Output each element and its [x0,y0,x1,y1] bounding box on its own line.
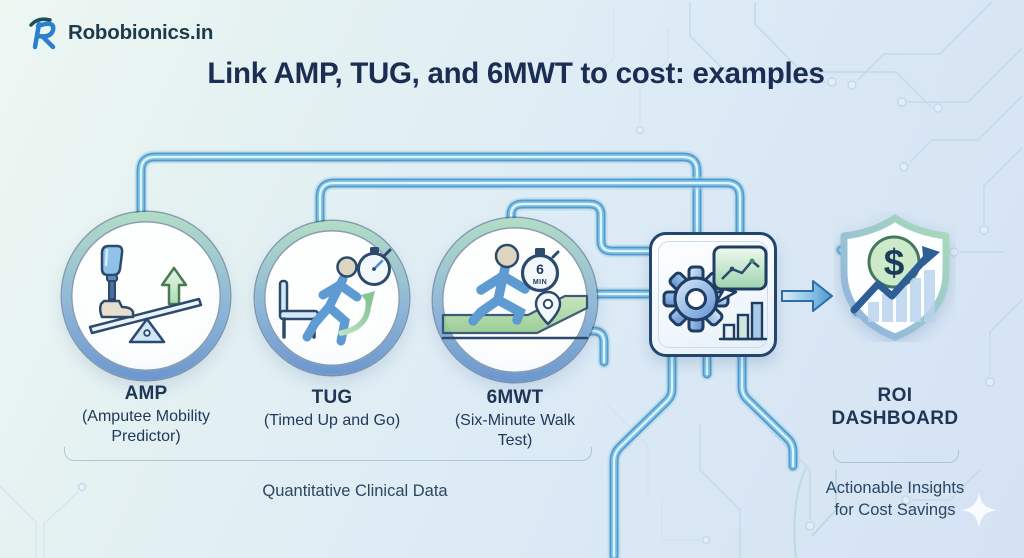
person-head [494,243,520,269]
roi-dashboard-label: ROI DASHBOARD [825,384,965,430]
sit-to-stand-timer-icon [278,247,392,346]
amp-circle [62,212,230,380]
prosthetic-leg-balance-icon [88,244,203,344]
page-title: Link AMP, TUG, and 6MWT to cost: example… [207,57,825,90]
metrics-group-bracket [64,447,592,461]
stopwatch-value: 6 [536,261,544,277]
brand-logo: Robobionics.in [26,16,213,50]
tug-label: TUG (Timed Up and Go) [247,387,417,431]
curved-arrow-icon [338,291,375,336]
bar-chart-icon [718,301,768,341]
tug-full-name: (Timed Up and Go) [263,412,401,429]
walking-person-icon [468,263,530,326]
stopwatch-icon [357,247,392,286]
shield-dollar-growth-icon: $ [840,214,950,341]
chair-icon [278,279,320,339]
processor-box-inner-border [658,241,768,348]
output-caption-line1: Actionable Insights [825,479,965,497]
amp-label: AMP (Amputee Mobility Predictor) [61,383,231,448]
sixmwt-full-name: (Six-Minute Walk Test) [454,412,576,450]
sixmwt-abbr: 6MWT [486,387,544,408]
brand-name: Robobionics.in [68,21,214,44]
walking-test-icon: 6 MIN [441,243,589,340]
pipe-processor-bottom-right [742,352,793,466]
dollar-icon: $ [867,235,921,289]
metrics-caption: Quantitative Clinical Data [262,482,448,500]
roi-bars [868,270,935,322]
sixmwt-label: 6MWT (Six-Minute Walk Test) [450,387,580,452]
amp-circle-face [71,221,221,371]
output-group-bracket [833,450,959,463]
sixmwt-circle: 6 MIN [433,218,597,382]
amp-full-name: (Amputee Mobility Predictor) [81,408,211,446]
growth-arrow-icon [850,246,940,314]
tug-abbr: TUG [311,387,353,408]
roi-shield: $ [834,212,956,342]
roi-line1: ROI [877,385,913,406]
tug-circle [255,221,409,375]
dollar-sign: $ [884,242,905,283]
stopwatch-unit: MIN [533,279,547,286]
location-pin-icon [534,290,562,326]
stopwatch-6min-icon: 6 MIN [520,248,560,293]
flow-arrow-icon [781,280,833,312]
prosthetic-leg-icon [98,244,135,319]
gear-analytics-icon [662,245,768,341]
sparkle-icon [961,492,997,528]
pipe-processor-bottom-left [614,352,672,556]
arrow-up-icon [160,266,188,306]
robobionics-r-icon [29,17,56,50]
output-caption-line2: for Cost Savings [834,500,956,519]
roi-line2: DASHBOARD [831,408,959,430]
processor-box [649,232,777,357]
pipe-amp-to-processor [141,157,697,236]
output-caption: Actionable Insights for Cost Savings [805,478,985,522]
person-head [336,256,358,278]
amp-abbr: AMP [124,383,168,404]
chart-bubble-icon [712,245,768,305]
